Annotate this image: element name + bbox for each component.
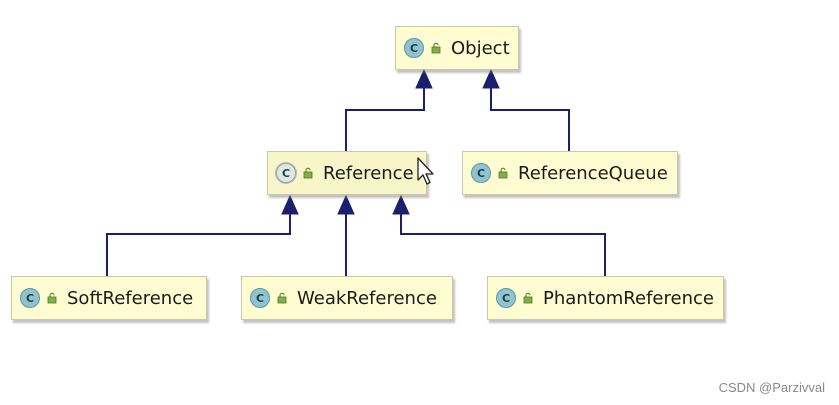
arrowhead-object-right (482, 68, 500, 89)
edge-referencequeue-object (490, 84, 570, 152)
class-icon: C (250, 288, 270, 308)
class-icon: C (496, 288, 516, 308)
class-name: PhantomReference (543, 287, 714, 309)
edge-softreference-reference (106, 210, 291, 276)
class-name: Object (451, 37, 510, 59)
arrowhead-reference-right (392, 194, 410, 215)
lock-icon (277, 292, 287, 304)
node-weakreference[interactable]: C WeakReference (241, 276, 453, 320)
arrowhead-object-left (415, 68, 433, 89)
mouse-cursor-icon (417, 157, 434, 185)
arrowhead-reference-middle (337, 194, 355, 215)
class-name: ReferenceQueue (518, 162, 668, 184)
lock-icon (47, 292, 57, 304)
lock-icon (498, 167, 508, 179)
lock-icon (523, 292, 533, 304)
abstract-class-icon: C (275, 162, 297, 184)
class-icon: C (471, 163, 491, 183)
class-name: SoftReference (67, 287, 194, 309)
class-icon: C (404, 38, 424, 58)
arrowhead-reference-left (281, 194, 299, 215)
lock-icon (431, 42, 441, 54)
watermark: CSDN @Parzivval (718, 380, 825, 395)
node-object[interactable]: C Object (395, 26, 519, 70)
edge-phantomreference-reference (400, 210, 606, 276)
node-reference[interactable]: C Reference (267, 151, 427, 195)
node-softreference[interactable]: C SoftReference (11, 276, 207, 320)
node-phantomreference[interactable]: C PhantomReference (487, 276, 724, 320)
class-name: Reference (323, 162, 414, 184)
class-icon: C (20, 288, 40, 308)
node-referencequeue[interactable]: C ReferenceQueue (462, 151, 678, 195)
lock-icon (303, 167, 313, 179)
class-name: WeakReference (297, 287, 437, 309)
edge-reference-object (345, 84, 425, 152)
